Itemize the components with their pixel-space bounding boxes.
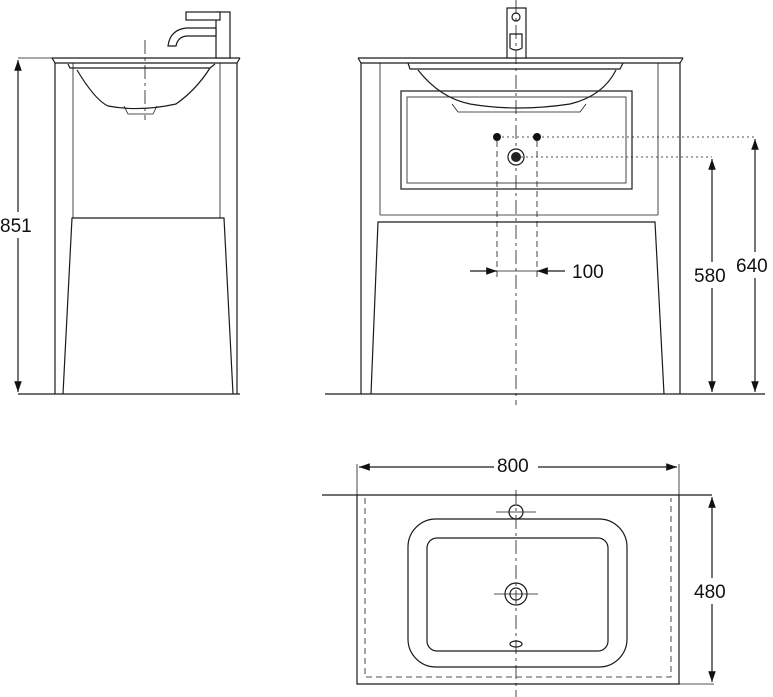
front-basin-outline xyxy=(417,69,617,109)
overall-height-label: 851 xyxy=(0,216,32,237)
front-plinth xyxy=(370,221,665,395)
basin-bowl xyxy=(426,537,609,652)
tap-height-label: 640 xyxy=(736,256,768,277)
drawer-front xyxy=(400,90,633,190)
side-plinth xyxy=(62,217,234,395)
hole-spacing-label: 100 xyxy=(572,262,604,283)
depth-label: 480 xyxy=(694,582,726,603)
side-basin-outline xyxy=(76,67,211,110)
side-tap-icon xyxy=(167,11,231,59)
waste-height-label: 580 xyxy=(694,266,726,287)
width-label: 800 xyxy=(497,456,529,477)
front-view: 100 580 640 xyxy=(325,0,773,405)
side-view: 851 xyxy=(0,11,241,395)
countertop-outline xyxy=(356,495,680,685)
front-tap-icon xyxy=(506,7,527,59)
top-view: 800 480 xyxy=(322,455,732,697)
